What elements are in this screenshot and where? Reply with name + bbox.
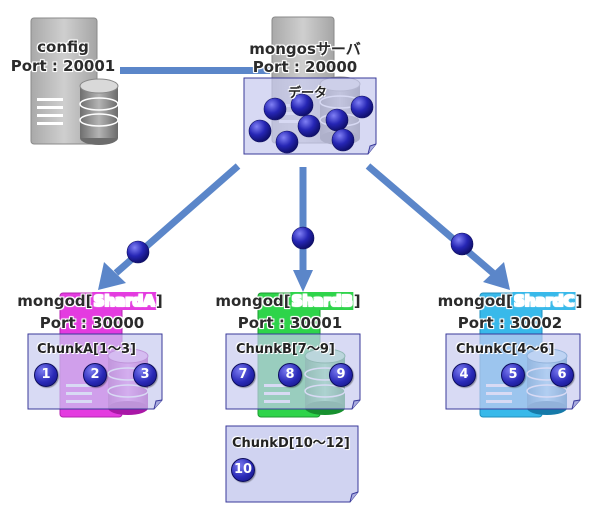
shard-b-prefix: mongod <box>215 292 284 310</box>
shard-b-port-label: Port : 30001 <box>237 314 343 332</box>
doc-number-7: 7 <box>231 363 255 387</box>
shard-c-name: ShardC <box>512 292 576 310</box>
config-name-label: config <box>37 38 89 56</box>
doc-number-4: 4 <box>452 363 476 387</box>
doc-number-1: 1 <box>34 363 58 387</box>
doc-number-5: 5 <box>501 363 525 387</box>
shard-a-port-label: Port : 30000 <box>39 314 145 332</box>
shard-b-name: ShardB <box>290 292 354 310</box>
mongos-name-label: mongosサーバ <box>249 40 361 58</box>
arrow-to-shard-a <box>98 163 241 290</box>
config-mongos-link <box>120 67 270 74</box>
shard-c-close-bracket: ] <box>575 292 583 310</box>
shard-c-prefix: mongod <box>437 292 506 310</box>
shard-a-name: ShardA <box>92 292 156 310</box>
shard-b-close-bracket: ] <box>353 292 361 310</box>
shard-a-open-bracket: [ <box>85 292 93 310</box>
shard-a-prefix: mongod <box>17 292 86 310</box>
mongos-port-label: Port : 20000 <box>252 58 358 76</box>
shard-b-chunk-label: ChunkB[7〜9] <box>236 342 335 357</box>
config-port-label: Port : 20001 <box>10 57 116 75</box>
shard-b-open-bracket: [ <box>283 292 291 310</box>
shard-b-title: mongod[ShardB] <box>215 292 361 310</box>
shard-c-chunk-label: ChunkC[4〜6] <box>456 342 555 357</box>
doc-number-2: 2 <box>83 363 107 387</box>
shard-c-port-label: Port : 30002 <box>457 314 563 332</box>
config-database-icon <box>79 78 119 145</box>
arrow-to-shard-b <box>293 167 313 292</box>
doc-number-10: 10 <box>231 458 255 482</box>
mongos-data-label: データ <box>288 86 328 101</box>
transit-ball-b <box>291 226 315 250</box>
chunk-d-label: ChunkD[10〜12] <box>232 436 350 451</box>
transit-ball-c <box>450 232 474 256</box>
doc-number-6: 6 <box>550 363 574 387</box>
shard-a-close-bracket: ] <box>155 292 163 310</box>
data-balls <box>248 93 374 154</box>
shard-c-title: mongod[ShardC] <box>437 292 583 310</box>
doc-number-3: 3 <box>133 363 157 387</box>
doc-number-9: 9 <box>329 363 353 387</box>
transit-ball-a <box>126 240 150 264</box>
shard-a-chunk-label: ChunkA[1〜3] <box>37 342 136 357</box>
shard-a-title: mongod[ShardA] <box>17 292 163 310</box>
arrow-to-shard-c <box>365 163 510 290</box>
shard-c-open-bracket: [ <box>505 292 513 310</box>
doc-number-8: 8 <box>278 363 302 387</box>
